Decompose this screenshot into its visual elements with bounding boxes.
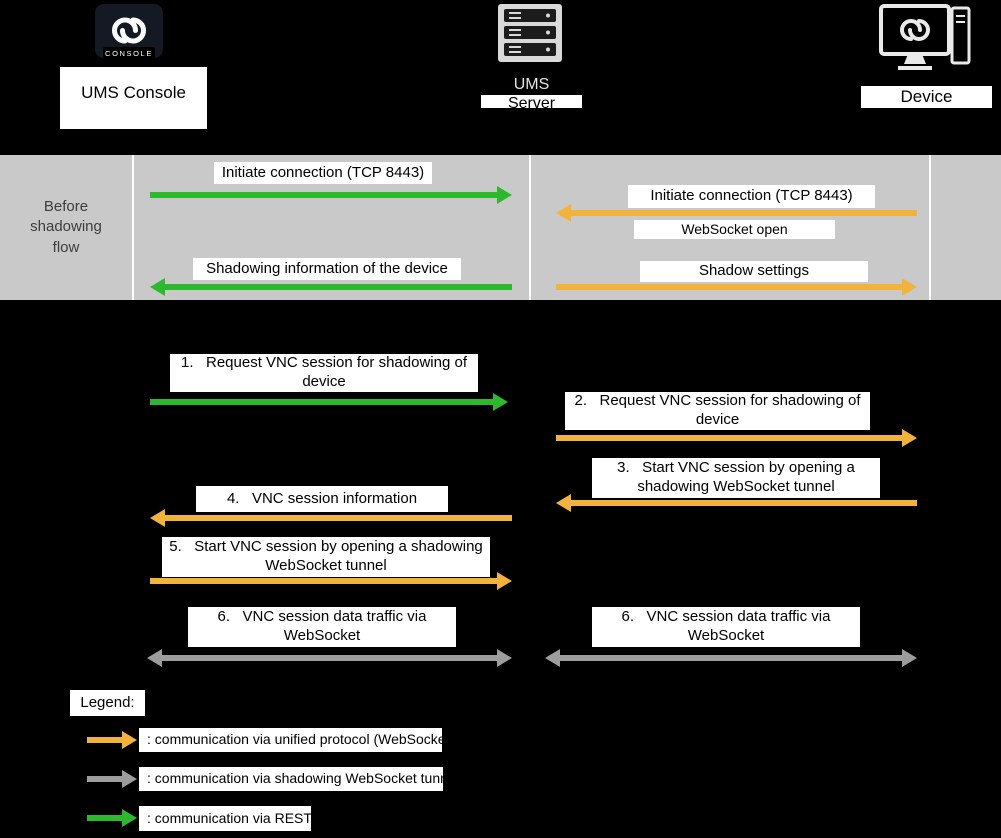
step5-label: 5. Start VNC session by opening a shadow… [162, 537, 490, 577]
ums-server-label-bottom: Server [481, 95, 582, 108]
device-label: Device [861, 86, 992, 108]
ums-server-label-top: UMS [513, 76, 550, 93]
arrow-server-to-console-shadowing-info [150, 278, 512, 296]
legend-green-arrow-icon [87, 809, 137, 827]
step4-label: 4. VNC session information [196, 486, 448, 512]
before-shadowing-title: Before shadowing flow [30, 198, 102, 256]
step6-label-server-device: 6. VNC session data traffic via WebSocke… [592, 607, 860, 647]
arrow-server-to-device-shadow-settings [556, 278, 917, 296]
label-websocket-open: WebSocket open [634, 220, 835, 239]
ums-server-icon [496, 2, 564, 64]
legend-gray-arrow-icon [87, 770, 137, 788]
ums-console-label: UMS Console [60, 67, 207, 129]
band-separator [132, 155, 134, 300]
arrow-step5-console-to-server [150, 572, 512, 590]
step3-label: 3. Start VNC session by opening a shadow… [592, 458, 880, 498]
band-separator [929, 155, 931, 300]
arrow-step6-console-server-bidirectional [147, 649, 512, 667]
ums-server-label: UMS Server [481, 75, 582, 108]
arrow-step4-server-to-console [150, 509, 512, 527]
legend-orange-arrow-icon [87, 731, 137, 749]
legend-item-unified-protocol: : communication via unified protocol (We… [139, 728, 454, 752]
label-shadow-settings: Shadow settings [640, 261, 868, 282]
arrow-step2-server-to-device [556, 429, 917, 447]
legend-item-rest: : communication via REST [139, 806, 312, 831]
arrow-step3-device-to-server [556, 494, 917, 512]
device-icon [878, 3, 973, 75]
arrow-console-to-server-initiate [150, 186, 512, 204]
step1-label: 1. Request VNC session for shadowing of … [170, 354, 478, 392]
arrow-device-to-server-initiate [556, 204, 917, 222]
step2-label: 2. Request VNC session for shadowing of … [565, 392, 870, 430]
legend-title: Legend: [70, 690, 145, 716]
ums-console-icon: CONSOLE [95, 4, 163, 64]
label-shadowing-information: Shadowing information of the device [193, 258, 461, 280]
arrow-step6-server-device-bidirectional [545, 649, 917, 667]
label-initiate-connection-device: Initiate connection (TCP 8443) [628, 185, 875, 208]
arrow-step1-console-to-server [150, 393, 508, 411]
label-initiate-connection-console: Initiate connection (TCP 8443) [214, 162, 432, 184]
console-icon-caption: CONSOLE [105, 49, 153, 58]
step6-label-console-server: 6. VNC session data traffic via WebSocke… [188, 607, 456, 647]
legend-item-shadowing-tunnel: : communication via shadowing WebSocket … [139, 767, 459, 791]
band-separator [529, 155, 531, 300]
